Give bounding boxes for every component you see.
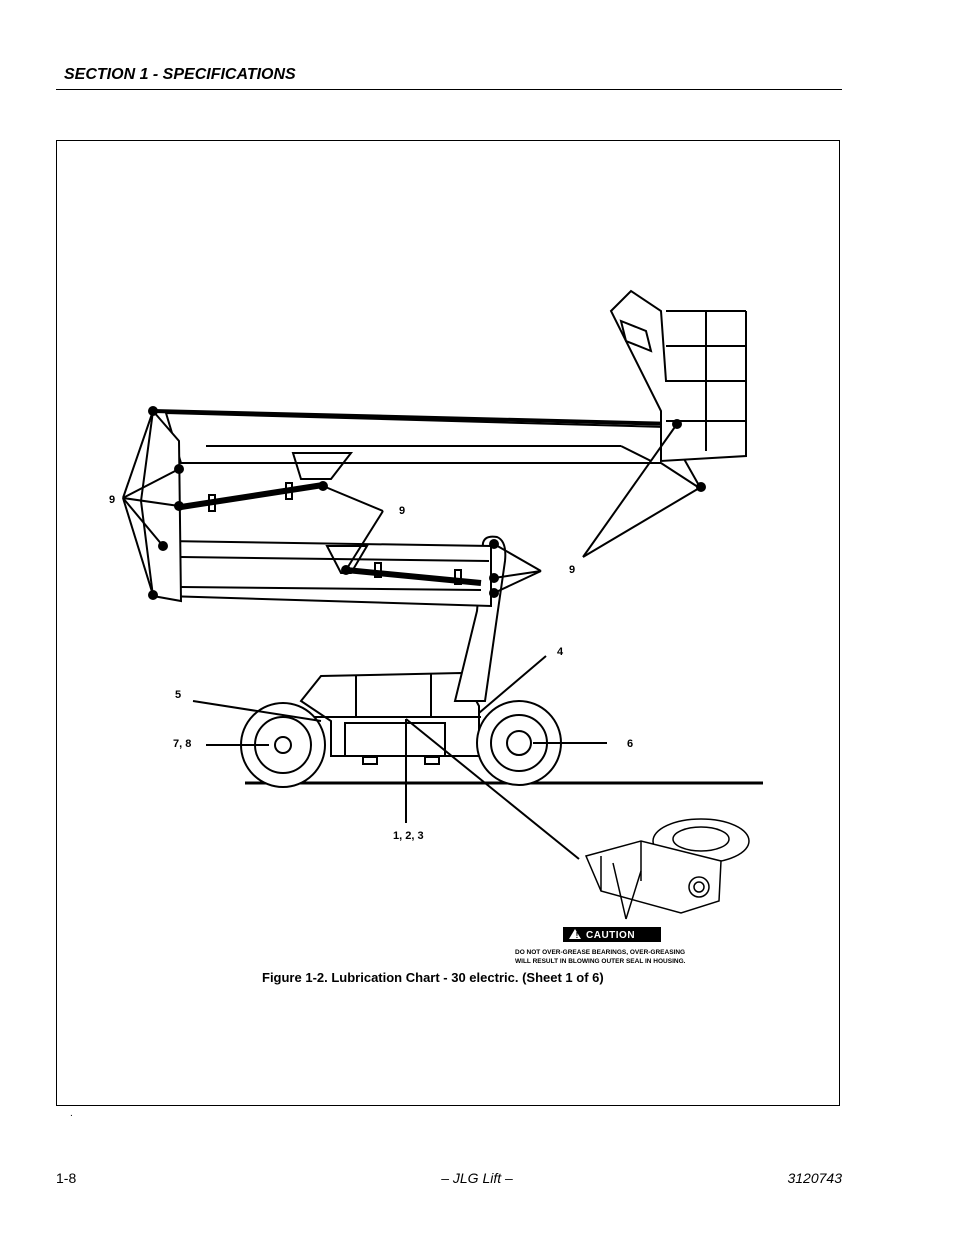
page-mark: . [70, 1108, 73, 1119]
leveling-rod [152, 409, 678, 426]
caution-title: CAUTION [586, 930, 635, 941]
callout-7-8: 7, 8 [173, 738, 191, 750]
lower-boom [165, 539, 492, 608]
caution-line-2: WILL RESULT IN BLOWING OUTER SEAL IN HOU… [515, 958, 686, 965]
caution-line-1: DO NOT OVER-GREASE BEARINGS, OVER-GREASI… [515, 949, 685, 956]
lubrication-diagram: 9 9 9 4 5 7, 8 6 1, 2, 3 ! CAUTION DO NO… [109, 289, 763, 965]
figure-frame: 9 9 9 4 5 7, 8 6 1, 2, 3 ! CAUTION DO NO… [56, 140, 840, 1106]
boom-link [139, 408, 183, 603]
footer-publisher: – JLG Lift – [441, 1170, 513, 1186]
callout-5: 5 [175, 689, 181, 701]
callout-9-right: 9 [569, 564, 575, 576]
callout-9-left: 9 [109, 494, 115, 506]
swing-bearing-inset [584, 818, 750, 920]
figure-caption: Figure 1-2. Lubrication Chart - 30 elect… [262, 970, 604, 985]
upper-boom [164, 411, 702, 512]
callout-9-center: 9 [399, 505, 405, 517]
callout-4: 4 [557, 646, 564, 658]
header-rule [56, 89, 842, 90]
caution-box: ! CAUTION DO NOT OVER-GREASE BEARINGS, O… [515, 927, 686, 965]
section-title: SECTION 1 - SPECIFICATIONS [64, 66, 296, 83]
document-number: 3120743 [787, 1170, 842, 1186]
callout-6: 6 [627, 738, 633, 750]
leader-lines [122, 410, 702, 860]
svg-text:!: ! [576, 931, 579, 940]
page-number: 1-8 [56, 1170, 77, 1186]
platform [609, 289, 747, 463]
chassis-body [299, 671, 480, 757]
callout-1-2-3: 1, 2, 3 [393, 830, 424, 842]
